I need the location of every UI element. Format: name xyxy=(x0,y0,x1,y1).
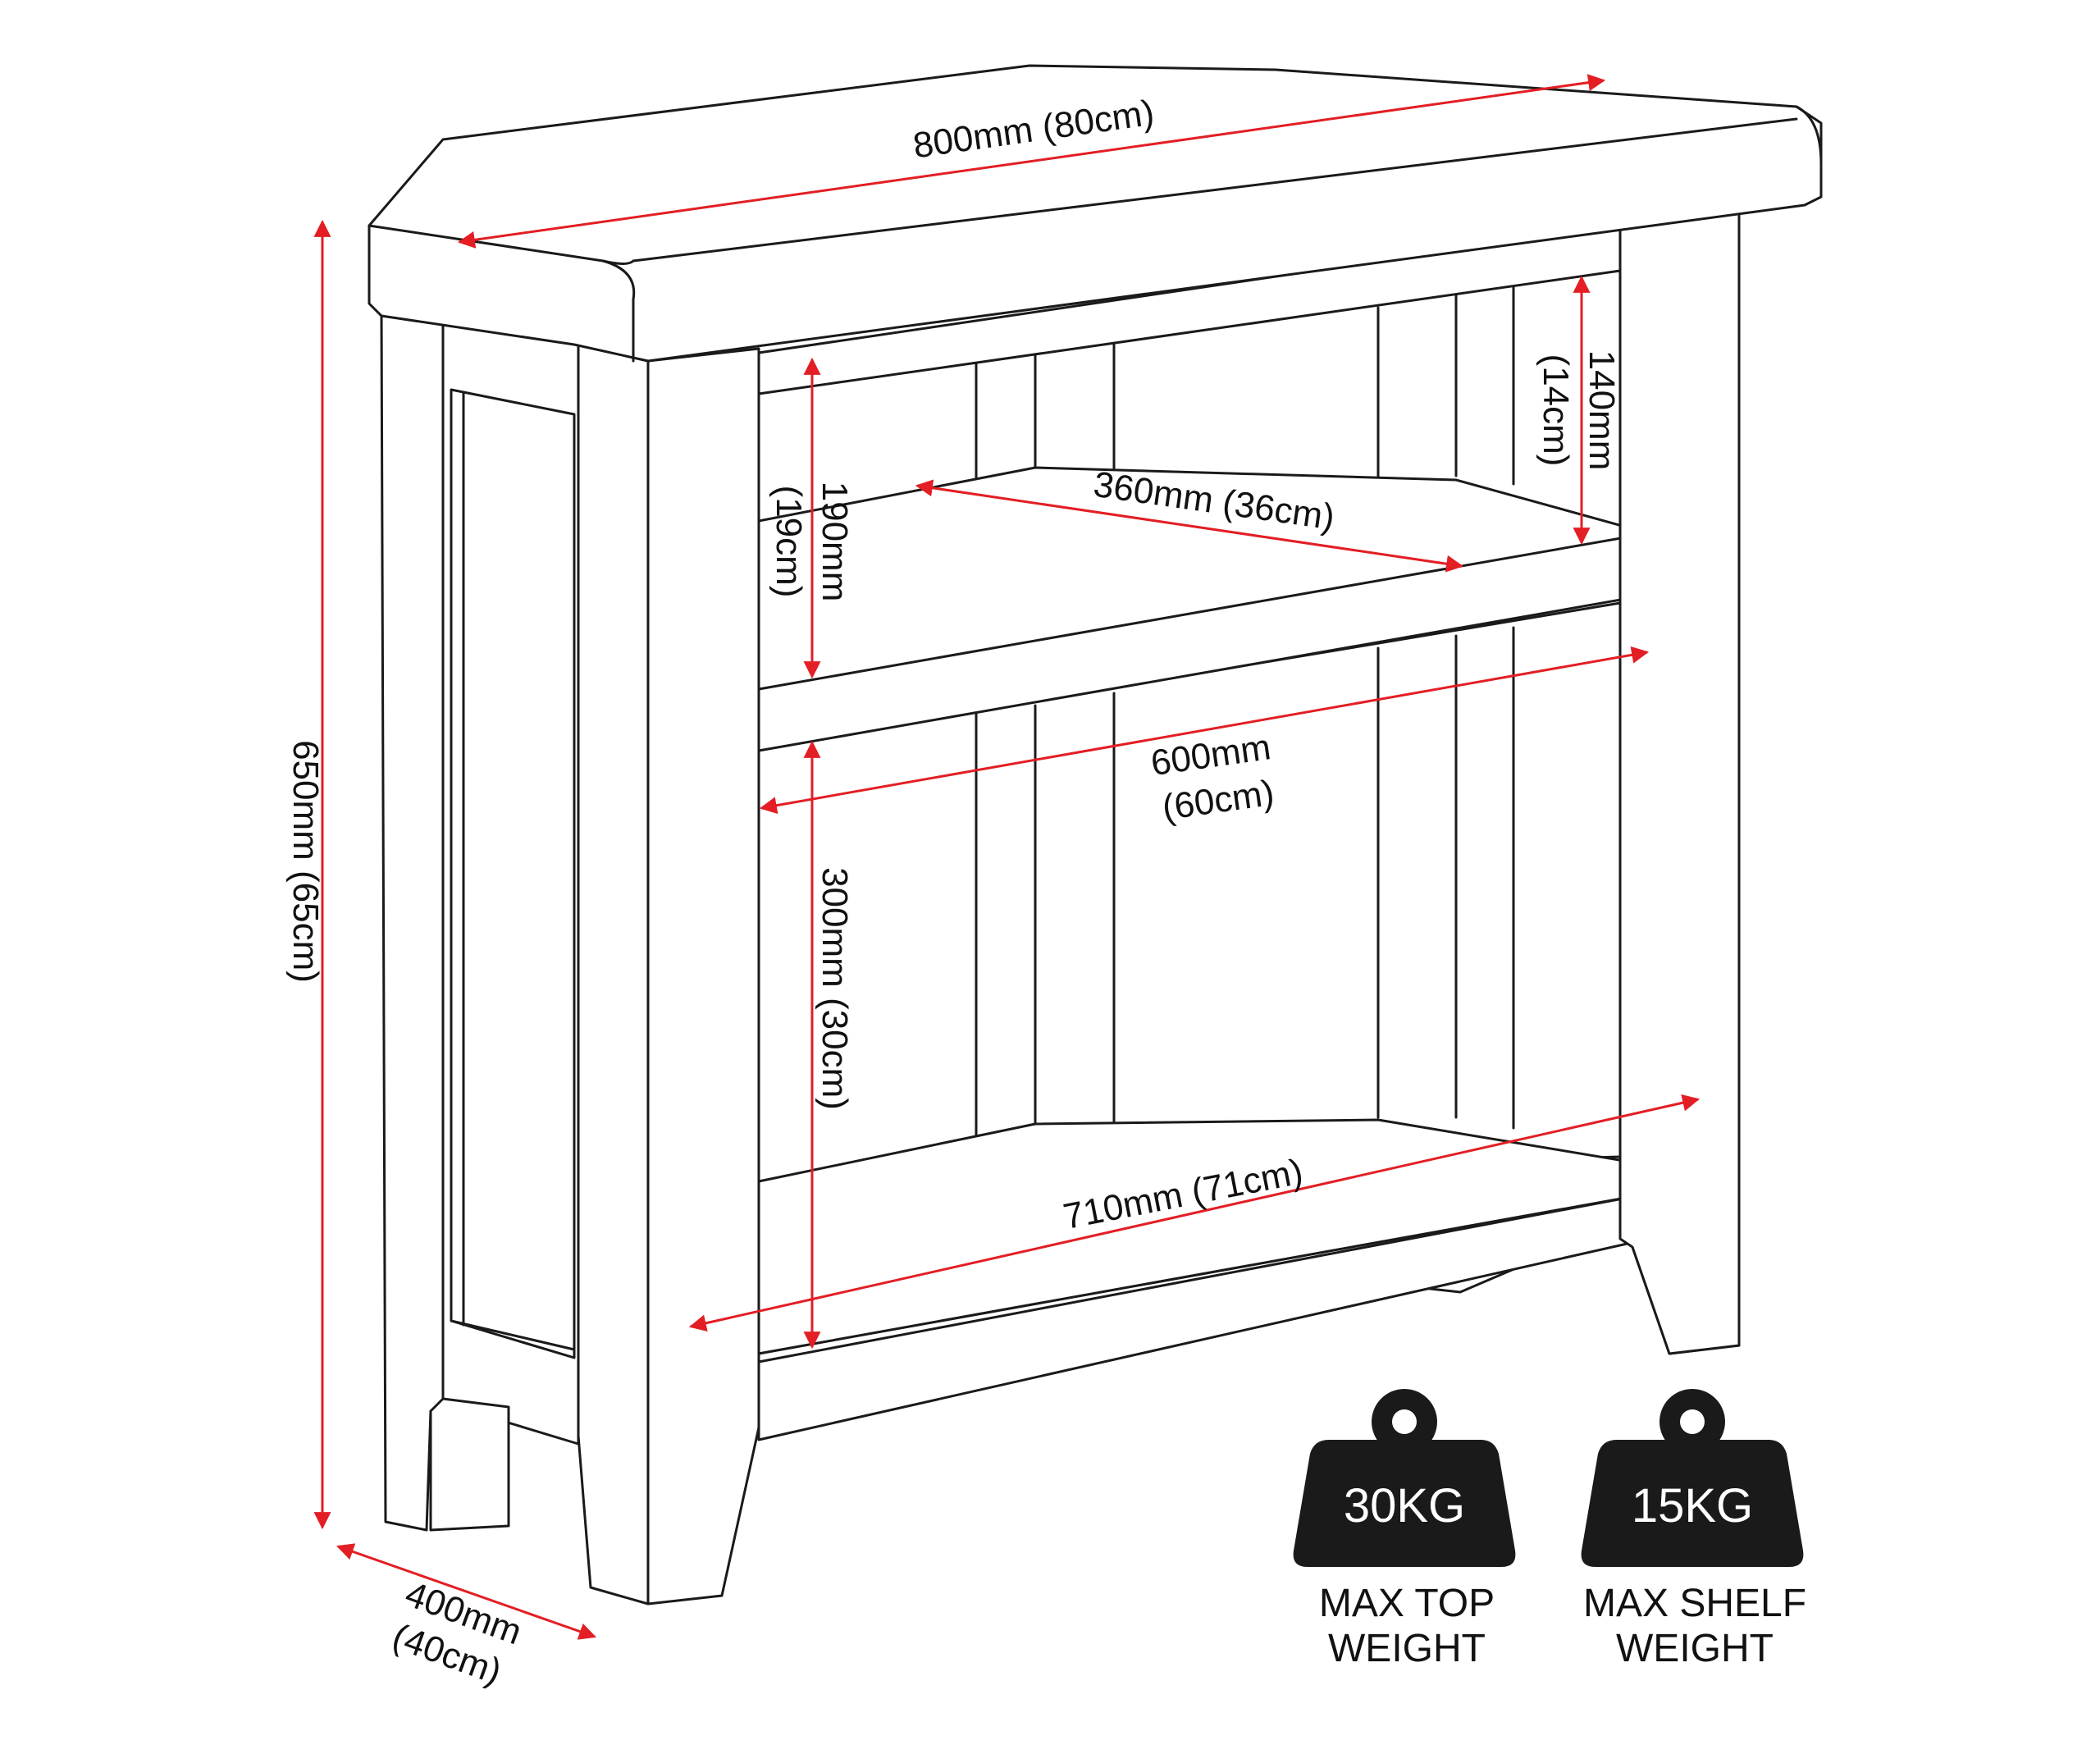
upper-gap-label-line1: 140mm xyxy=(1582,350,1622,471)
upper-gap-label-line2: (14cm) xyxy=(1536,354,1576,467)
max-shelf-weight-caption-line2: WEIGHT xyxy=(1616,1627,1774,1670)
max-top-weight-caption-line1: MAX TOP xyxy=(1319,1582,1495,1625)
base-width-arrow xyxy=(688,1094,1701,1332)
middle-gap-label-line1: 190mm xyxy=(815,482,855,602)
weight-icon xyxy=(1581,1389,1804,1567)
top-width-arrow xyxy=(457,74,1606,249)
shelf-depth-arrow xyxy=(915,479,1464,573)
max-shelf-weight-value: 15KG xyxy=(1632,1479,1753,1532)
left-side-panel xyxy=(429,318,580,1532)
front-right-post xyxy=(1618,203,1741,1355)
weight-icon xyxy=(1293,1389,1516,1567)
weight-badge-top: 30KG MAX TOP WEIGHT xyxy=(1293,1389,1516,1670)
dimension-lines xyxy=(313,74,1701,1640)
front-left-leg xyxy=(577,343,760,1606)
weight-badge-shelf: 15KG MAX SHELF WEIGHT xyxy=(1581,1389,1806,1670)
depth-arrow xyxy=(336,1543,596,1640)
corner-unit-drawing xyxy=(368,64,1823,1606)
max-top-weight-caption-line2: WEIGHT xyxy=(1328,1627,1486,1670)
total-height-label: 650mm (65cm) xyxy=(285,740,326,983)
middle-gap-label-line2: (19cm) xyxy=(769,486,809,598)
max-shelf-weight-caption-line1: MAX SHELF xyxy=(1583,1582,1806,1625)
lower-gap-label: 300mm (30cm) xyxy=(815,867,855,1110)
shelf-width-arrow xyxy=(759,646,1650,815)
back-left-leg xyxy=(380,306,449,1532)
max-top-weight-value: 30KG xyxy=(1344,1479,1465,1532)
